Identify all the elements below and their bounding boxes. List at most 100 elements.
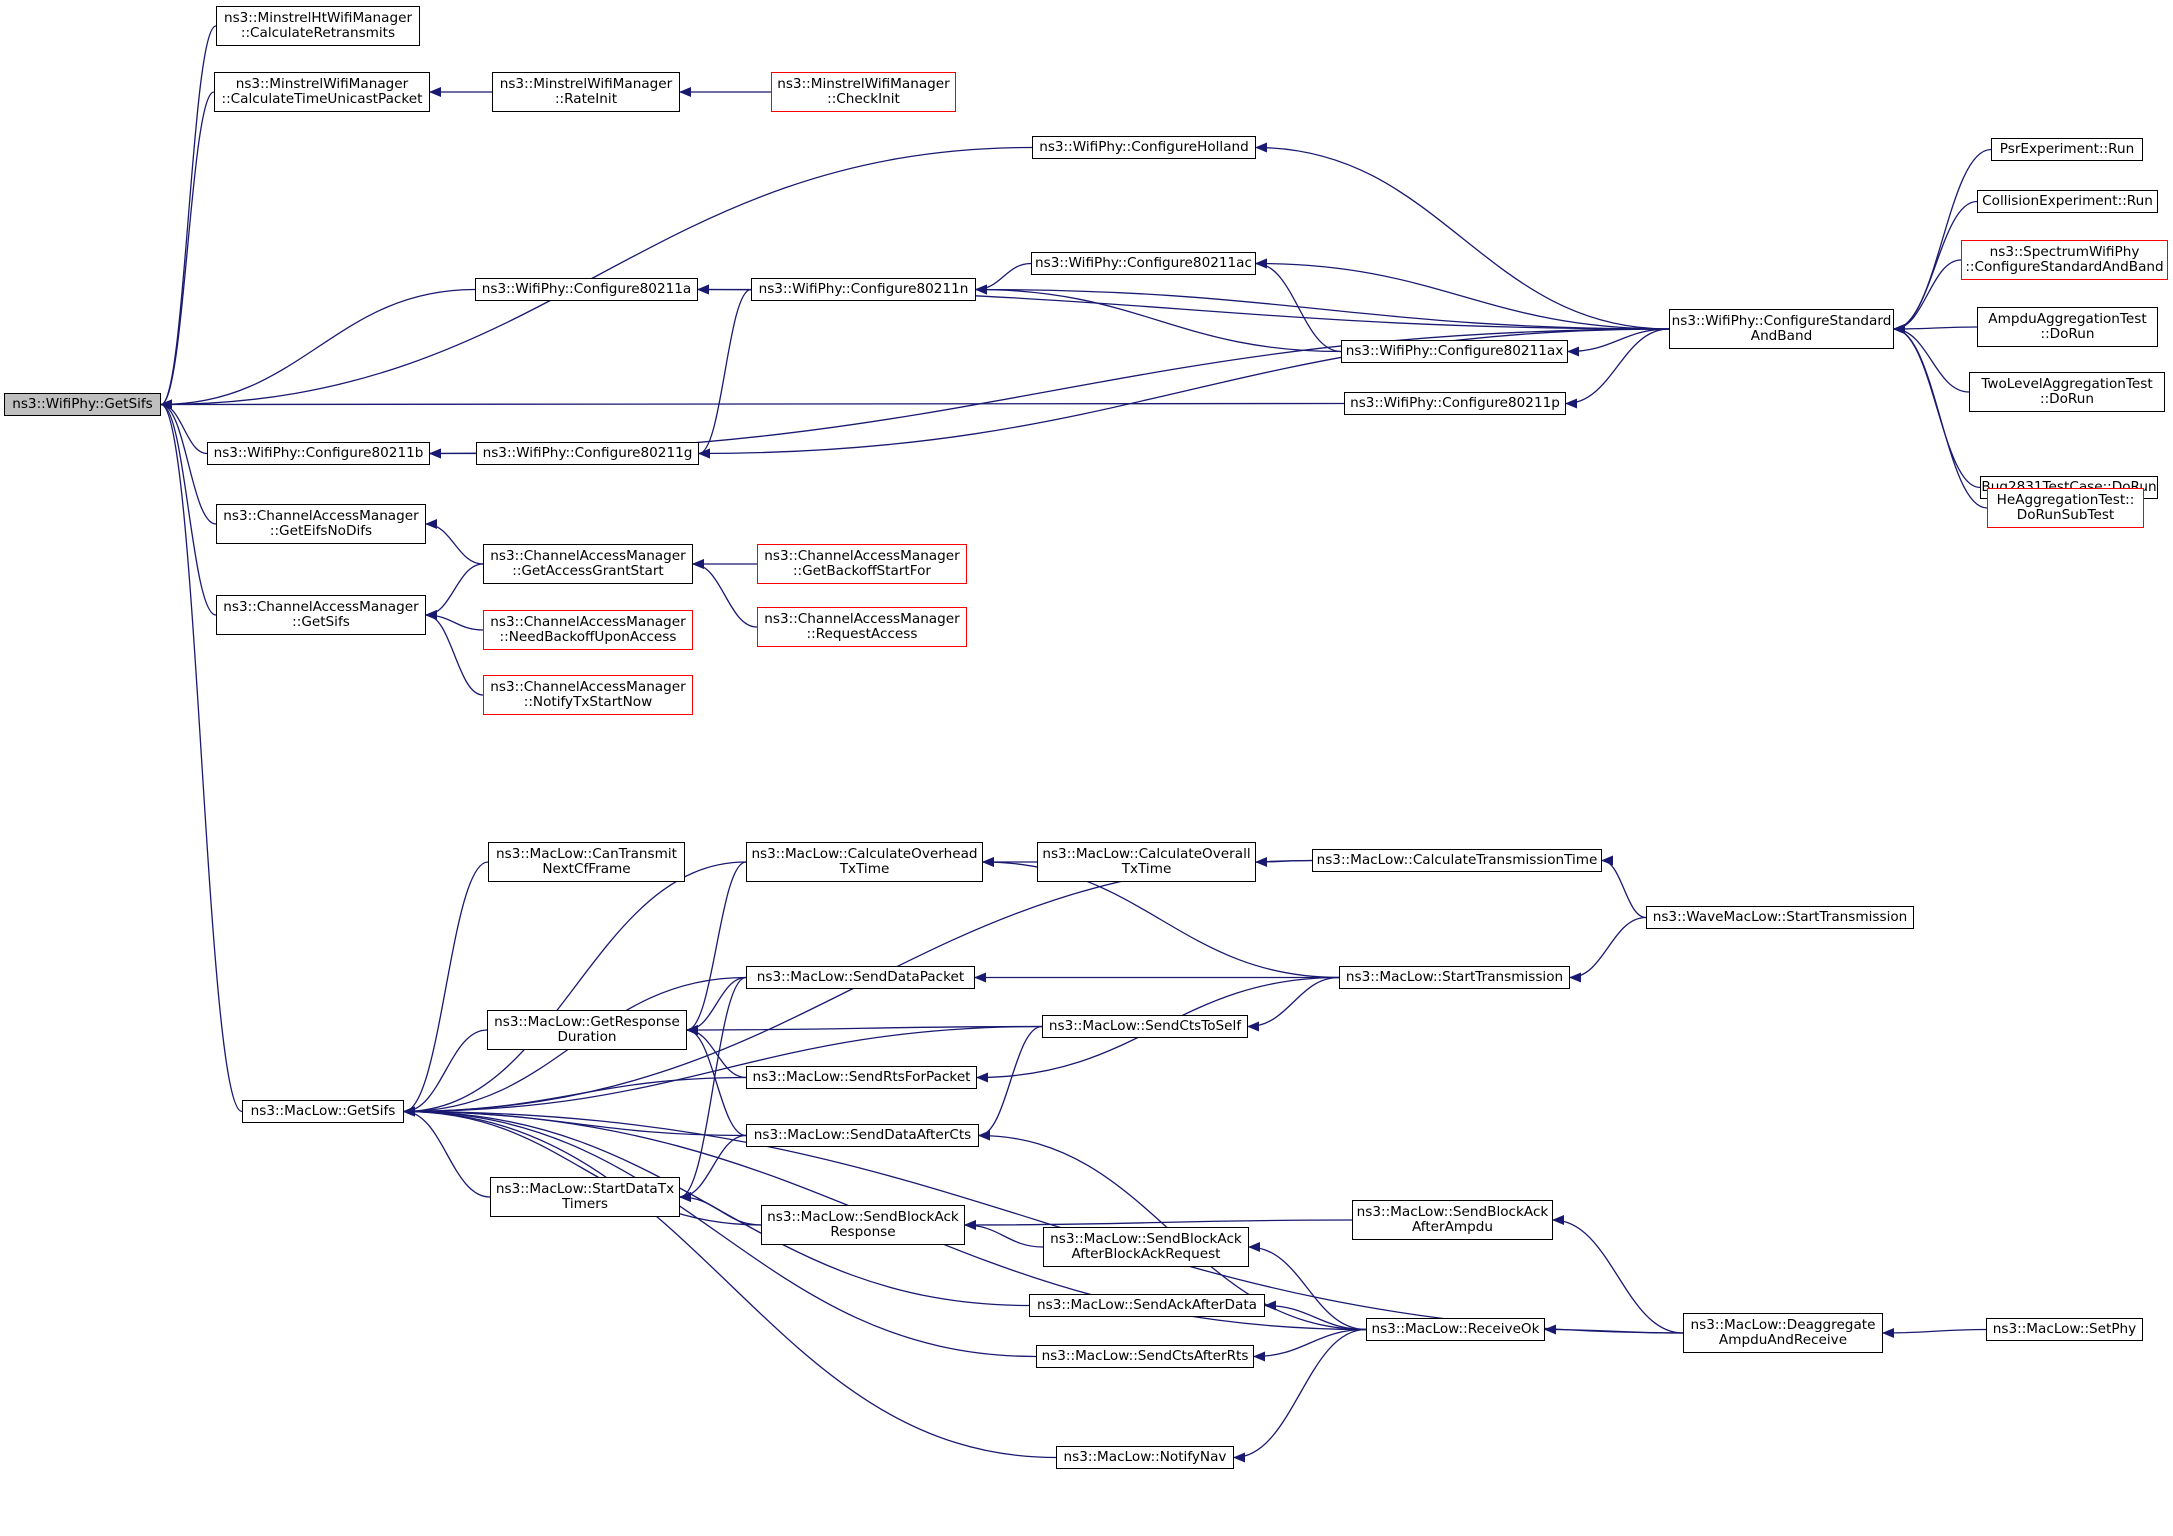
node-label-line: ns3::MacLow::CanTransmit bbox=[496, 845, 677, 862]
node-label-line: ns3::MacLow::CalculateOverall bbox=[1042, 845, 1251, 862]
node-psr-experiment-run[interactable]: PsrExperiment::Run bbox=[1991, 138, 2143, 161]
node-collision-experiment-run[interactable]: CollisionExperiment::Run bbox=[1977, 190, 2158, 213]
node-configure-80211p[interactable]: ns3::WifiPhy::Configure80211p bbox=[1344, 392, 1566, 415]
node-label-line: TwoLevelAggregationTest bbox=[1981, 375, 2153, 392]
node-label-line: ns3::MacLow::SendBlockAck bbox=[1050, 1230, 1242, 1247]
node-cam-get-backoff-start-for[interactable]: ns3::ChannelAccessManager::GetBackoffSta… bbox=[757, 544, 967, 584]
node-maclow-send-cts-to-self[interactable]: ns3::MacLow::SendCtsToSelf bbox=[1042, 1015, 1248, 1038]
node-label-line: ns3::MacLow::Deaggregate bbox=[1690, 1316, 1876, 1333]
edge-conf_holland-conf_std bbox=[1255, 142, 1670, 330]
node-label-line: ns3::MacLow::SendCtsAfterRts bbox=[1041, 1347, 1249, 1364]
node-label-line: ::NeedBackoffUponAccess bbox=[499, 629, 677, 645]
node-maclow-send-data-packet[interactable]: ns3::MacLow::SendDataPacket bbox=[746, 966, 975, 989]
node-label-line: ns3::MacLow::SendDataPacket bbox=[756, 968, 965, 985]
edge-getsifs_phy-minstrelht_calcretrans bbox=[160, 25, 217, 410]
node-label-line: ns3::MinstrelWifiManager bbox=[499, 75, 673, 92]
edge-conf_p-conf_std bbox=[1565, 328, 1670, 409]
node-label-line: ns3::WifiPhy::Configure80211a bbox=[481, 280, 692, 297]
edge-cam_getsifs-cam_grant bbox=[425, 563, 484, 620]
node-label-line: ::RateInit bbox=[554, 91, 618, 107]
node-cam-notify-tx-start-now[interactable]: ns3::ChannelAccessManager::NotifyTxStart… bbox=[483, 675, 693, 715]
edge-mac_getsifs-mac_notifynav bbox=[403, 1106, 1057, 1459]
edge-mac_getsifs-mac_sendrts bbox=[403, 1076, 747, 1117]
node-label-line: ns3::WifiPhy::Configure80211p bbox=[1350, 394, 1560, 411]
edge-cam_getsifs-cam_needbackoff bbox=[425, 610, 484, 631]
node-maclow-notify-nav[interactable]: ns3::MacLow::NotifyNav bbox=[1056, 1446, 1234, 1469]
node-cam-request-access[interactable]: ns3::ChannelAccessManager::RequestAccess bbox=[757, 607, 967, 647]
edge-getsifs_phy-conf_a bbox=[160, 288, 476, 410]
node-label-line: NextCfFrame bbox=[542, 861, 631, 877]
node-cam-need-backoff-upon-access[interactable]: ns3::ChannelAccessManager::NeedBackoffUp… bbox=[483, 610, 693, 650]
node-label-line: Timers bbox=[562, 1196, 608, 1212]
node-minstrel-check-init[interactable]: ns3::MinstrelWifiManager::CheckInit bbox=[771, 72, 956, 112]
edge-mac_sendctsself-mac_starttrans bbox=[1247, 976, 1340, 1032]
node-label-line: ns3::MacLow::SendDataAfterCts bbox=[753, 1126, 972, 1143]
node-label-line: ns3::MacLow::StartTransmission bbox=[1345, 968, 1564, 985]
node-wavemaclow-start-transmission[interactable]: ns3::WaveMacLow::StartTransmission bbox=[1646, 906, 1914, 929]
node-label-line: ns3::MacLow::ReceiveOk bbox=[1371, 1320, 1540, 1337]
node-he-aggregation-test[interactable]: HeAggregationTest::DoRunSubTest bbox=[1987, 488, 2144, 528]
edge-mac_getsifs-mac_sendctsafterrts bbox=[403, 1106, 1037, 1358]
node-cam-get-access-grant-start[interactable]: ns3::ChannelAccessManager::GetAccessGran… bbox=[483, 544, 693, 584]
edge-conf_g-conf_std bbox=[698, 328, 1670, 459]
edge-mac_starttrans-wave_starttrans bbox=[1569, 916, 1647, 983]
node-ampdu-aggregation-test[interactable]: AmpduAggregationTest::DoRun bbox=[1977, 307, 2158, 347]
node-label-line: ::CalculateTimeUnicastPacket bbox=[221, 91, 423, 107]
node-label-line: ns3::MacLow::GetSifs bbox=[250, 1102, 396, 1119]
node-label-line: AfterBlockAckRequest bbox=[1071, 1246, 1221, 1262]
node-configure-80211n[interactable]: ns3::WifiPhy::Configure80211n bbox=[751, 278, 976, 301]
node-maclow-send-rts-for-packet[interactable]: ns3::MacLow::SendRtsForPacket bbox=[746, 1066, 977, 1089]
node-configure-holland[interactable]: ns3::WifiPhy::ConfigureHolland bbox=[1032, 136, 1256, 159]
node-maclow-set-phy[interactable]: ns3::MacLow::SetPhy bbox=[1986, 1318, 2143, 1341]
node-two-level-aggregation-test[interactable]: TwoLevelAggregationTest::DoRun bbox=[1969, 372, 2165, 412]
node-label-line: ::DoRun bbox=[2039, 391, 2094, 407]
node-label-line: ::ConfigureStandardAndBand bbox=[1965, 259, 2164, 275]
node-label-line: ns3::MinstrelWifiManager bbox=[777, 75, 950, 92]
node-label-line: CollisionExperiment::Run bbox=[1982, 192, 2153, 209]
node-maclow-get-sifs[interactable]: ns3::MacLow::GetSifs bbox=[242, 1100, 404, 1123]
node-label-line: ns3::WifiPhy::ConfigureHolland bbox=[1039, 138, 1249, 155]
node-minstrel-rate-init[interactable]: ns3::MinstrelWifiManager::RateInit bbox=[492, 72, 680, 112]
node-wifiphy-getsifs[interactable]: ns3::WifiPhy::GetSifs bbox=[4, 393, 161, 416]
node-configure-80211ac[interactable]: ns3::WifiPhy::Configure80211ac bbox=[1031, 252, 1256, 275]
node-label-line: HeAggregationTest:: bbox=[1996, 491, 2135, 508]
edge-conf_ac-conf_std bbox=[1255, 258, 1670, 330]
node-configure-80211b[interactable]: ns3::WifiPhy::Configure80211b bbox=[207, 442, 430, 465]
node-maclow-receive-ok[interactable]: ns3::MacLow::ReceiveOk bbox=[1366, 1318, 1545, 1341]
node-label-line: ns3::MinstrelWifiManager bbox=[235, 75, 409, 92]
node-configure-80211a[interactable]: ns3::WifiPhy::Configure80211a bbox=[475, 278, 698, 301]
node-label-line: ::DoRun bbox=[2040, 326, 2095, 342]
node-label-line: AndBand bbox=[1750, 328, 1813, 344]
edge-mac_getresp-mac_senddataaftercts bbox=[686, 1025, 747, 1137]
node-cam-get-eifs-no-difs[interactable]: ns3::ChannelAccessManager::GetEifsNoDifs bbox=[216, 504, 426, 544]
node-configure-80211g[interactable]: ns3::WifiPhy::Configure80211g bbox=[476, 442, 699, 465]
edge-mac_sendctsafterrts-mac_receiveok bbox=[1253, 1328, 1367, 1362]
node-label-line: ::GetBackoffStartFor bbox=[792, 563, 932, 579]
node-maclow-send-data-after-cts[interactable]: ns3::MacLow::SendDataAfterCts bbox=[746, 1124, 979, 1147]
edge-mac_sendbaafterbar-mac_receiveok bbox=[1248, 1242, 1367, 1331]
node-minstrelht-calculate-retransmits[interactable]: ns3::MinstrelHtWifiManager::CalculateRet… bbox=[216, 6, 420, 46]
node-cam-get-sifs[interactable]: ns3::ChannelAccessManager::GetSifs bbox=[216, 595, 426, 635]
edge-mac_getsifs-mac_startdatatx bbox=[403, 1106, 491, 1198]
node-maclow-start-transmission[interactable]: ns3::MacLow::StartTransmission bbox=[1339, 966, 1570, 989]
node-maclow-send-ack-after-data[interactable]: ns3::MacLow::SendAckAfterData bbox=[1029, 1294, 1265, 1317]
node-spectrum-configure-standard-and-band[interactable]: ns3::SpectrumWifiPhy::ConfigureStandardA… bbox=[1961, 240, 2168, 280]
node-configure-80211ax[interactable]: ns3::WifiPhy::Configure80211ax bbox=[1341, 340, 1568, 363]
node-label-line: ns3::WifiPhy::GetSifs bbox=[12, 395, 153, 412]
node-label-line: TxTime bbox=[1121, 861, 1172, 877]
edge-mac_sendbaresp-mac_sendbaafterbar bbox=[964, 1220, 1044, 1248]
node-label-line: ::NotifyTxStartNow bbox=[523, 694, 653, 710]
node-maclow-calculate-transmission-time[interactable]: ns3::MacLow::CalculateTransmissionTime bbox=[1312, 849, 1602, 872]
node-maclow-send-cts-after-rts[interactable]: ns3::MacLow::SendCtsAfterRts bbox=[1036, 1345, 1254, 1368]
node-minstrel-calculate-time-unicast-packet[interactable]: ns3::MinstrelWifiManager::CalculateTimeU… bbox=[214, 72, 430, 112]
